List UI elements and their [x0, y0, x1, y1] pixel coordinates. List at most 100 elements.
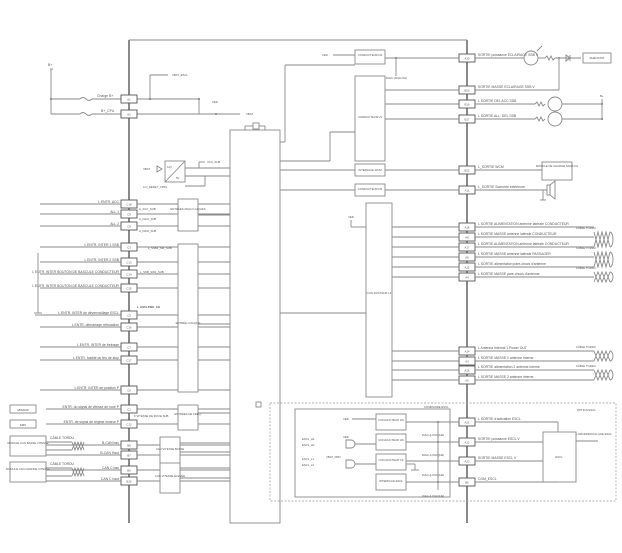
pin-C2: C2 ENTR. du signal de vitesse de roue P	[46, 404, 230, 414]
pin-label-A1: Charge B+	[97, 94, 113, 98]
pin-id: C8	[127, 224, 131, 228]
svg-text:CAN VITESSE BASSE: CAN VITESSE BASSE	[156, 447, 185, 451]
svg-text:ESCL_H2: ESCL_H2	[302, 443, 315, 447]
pin-A5: A5L SORTIE MASSE 2 antenne interne	[458, 375, 594, 385]
svg-text:A_ACC_SUB: A_ACC_SUB	[139, 207, 156, 211]
pin-A6: A6L SORTIE MASSE antenne latérale PASSAG…	[458, 252, 594, 262]
pin-id: A14	[465, 349, 470, 353]
pin-label: COM_ESCL	[478, 477, 497, 481]
svg-text:CONDUCTEUR LS: CONDUCTEUR LS	[358, 115, 382, 119]
fuse-icon	[79, 112, 93, 116]
pin-id: C16	[126, 325, 132, 329]
pin-id: A18	[465, 225, 470, 229]
pin-id: A8	[465, 235, 469, 239]
escl-module	[542, 431, 577, 483]
voltage-converter: VBAT 12V 5V VCC_SUB LCI_RESET_CPRL	[143, 160, 230, 189]
svg-text:5V: 5V	[176, 176, 180, 180]
svg-text:DIAG (ANALOG): DIAG (ANALOG)	[386, 76, 407, 80]
pin-C8: C8 ALL 2	[40, 221, 230, 231]
pin-label: SORTIE puissance ESCL V	[478, 437, 520, 441]
pin-A17: A17 L SORTIE ALIMENTATION antenne latéral…	[458, 242, 594, 252]
pin-label: B-CAN bas	[102, 441, 119, 445]
pin-A3: A3L SORTIE MASSE 1 antenne interne	[458, 356, 594, 366]
pin-id: A17	[465, 245, 470, 249]
pin-label: L SORTIE ALIMENTATION antenne latérale C…	[478, 222, 569, 226]
svg-text:MODULE DE CHARGE SANS FIL: MODULE DE CHARGE SANS FIL	[536, 164, 579, 168]
svg-text:CON-DUCTEUR HS: CON-DUCTEUR HS	[378, 418, 404, 422]
pin-id: C14	[126, 272, 132, 276]
pin-label: L SORTIE alimentation 2 antenne interne	[478, 365, 540, 369]
pin-id: B17	[465, 117, 470, 121]
pin-label: B-CAN Haut	[100, 451, 119, 455]
svg-text:DIAG (LOGIQUE): DIAG (LOGIQUE)	[422, 473, 444, 477]
pin-label: L ENTR. fusible du feu de stop	[73, 356, 119, 360]
pin-C3: C3L ENTR. INTER 1 SSB	[40, 242, 230, 252]
pin-label: L ENTR. ACC	[98, 200, 119, 204]
pin-label: CAN C bas	[102, 466, 119, 470]
twisted-cable: CÂBLE TORDU	[576, 265, 614, 284]
pin-id: C5	[127, 313, 131, 317]
pin-id: B8	[127, 443, 131, 447]
svg-text:12V: 12V	[167, 165, 172, 169]
switch-ground-rail	[34, 253, 42, 316]
pin-id: B10	[127, 479, 132, 483]
svg-text:ENTRÉES DE FRÉQ.: ENTRÉES DE FRÉQ.	[174, 411, 201, 416]
svg-text:VED: VED	[322, 53, 328, 57]
pin-A2: A2	[120, 109, 138, 119]
pin-B9: B9 CAN C bas	[46, 465, 230, 475]
pin-label: L SORTIE MASSE 2 antenne interne	[478, 375, 534, 379]
svg-text:DIAG (LOGIQUE): DIAG (LOGIQUE)	[422, 494, 444, 498]
pin-A8: A8L SORTIE MASSE antenne latérale CONDUC…	[458, 232, 594, 242]
pin-id: A2	[127, 112, 131, 116]
pin-id: B9	[127, 468, 131, 472]
pin-id: C6	[127, 388, 131, 392]
svg-text:DIAG (LOGIQUE): DIAG (LOGIQUE)	[422, 453, 444, 457]
pin-id: A12	[465, 440, 470, 444]
svg-text:DIAG (LOGIQUE): DIAG (LOGIQUE)	[422, 433, 444, 437]
pin-id: A1	[127, 97, 131, 101]
svg-text:ENTRÉE LOGIQUE: ENTRÉE LOGIQUE	[176, 320, 201, 325]
pin-C7: C7L ENTR. INTER de freinage	[40, 342, 230, 352]
cond-ls-top: CONDUCTEUR LS	[280, 75, 459, 162]
entrees-freq-block: ENTRÉES DE FRÉQ. F VITESSE DE ROUE SUB	[134, 404, 230, 431]
pin-id: C2	[127, 407, 131, 411]
pin-id: C18	[126, 202, 132, 206]
svg-text:INTERFACE WCM: INTERFACE WCM	[358, 168, 382, 172]
pin-id: A21	[465, 420, 470, 424]
pin-C5: C5 L ENTR. INTER de déverrouillage ESCL	[40, 310, 230, 320]
svg-text:ESCL_L1: ESCL_L1	[302, 457, 314, 461]
cond-lf: VED CON-DUCTEUR LF	[280, 202, 459, 398]
pin-label: L ENTR. INTER de déverrouillage ESCL	[58, 311, 119, 315]
pin-A1: A1	[120, 94, 138, 104]
pin-C14: C14 L ENTR. INTER BOUTON DE BASCULE CONDU…	[32, 269, 230, 279]
svg-text:ESCL: ESCL	[555, 455, 563, 459]
svg-text:VED: VED	[343, 417, 349, 421]
pin-label: ENTR. du signal de vitesse de roue P	[62, 405, 119, 409]
pin-label: ALL 2	[110, 222, 119, 226]
pin-label: L ENTR. INTER 2 SSB	[84, 258, 119, 262]
pin-id: C12	[126, 422, 132, 426]
pin-A4: A4 L SORTIE MASSE pare-chocs d'antenne	[458, 272, 594, 282]
svg-text:CONDUCTEUR HS: CONDUCTEUR HS	[358, 187, 383, 191]
pin-id: A4	[465, 275, 469, 279]
svg-text:LCI_RESET_CPRL: LCI_RESET_CPRL	[143, 185, 168, 189]
pin-label: L ENTR. démarrage rétroaction	[72, 323, 119, 327]
pin-label: L SORTIE MASSE pare-chocs d'antenne	[478, 272, 540, 276]
cable-label: CÂBLE TORDU	[576, 225, 596, 230]
ved-label: VED	[212, 100, 218, 104]
cable-label: CÂBLE TORDU	[576, 245, 596, 250]
twisted-cable: CÂBLE TORDU	[576, 344, 614, 363]
entrees-analogiques-block: ENTRÉES ANALO-GIQUES A_ACC_SUB A_IGN1_SU…	[139, 198, 230, 233]
pin-label: L SORTIE ALIMENTATION antenne latérale C…	[478, 242, 569, 246]
svg-text:EMS: EMS	[20, 423, 26, 427]
commande-escl-frame	[294, 408, 451, 498]
pin-label: L ENTR. INTER BOUTON DE BASCULE CONDUCTE…	[32, 270, 119, 274]
pin-label: L SORTIE MASSE 1 antenne interne	[478, 356, 534, 360]
pin-id: A10	[465, 56, 470, 60]
supply-section: B+ Charge B+ B+_CPU VBAT_ESCL VED VBAT	[48, 63, 253, 116]
